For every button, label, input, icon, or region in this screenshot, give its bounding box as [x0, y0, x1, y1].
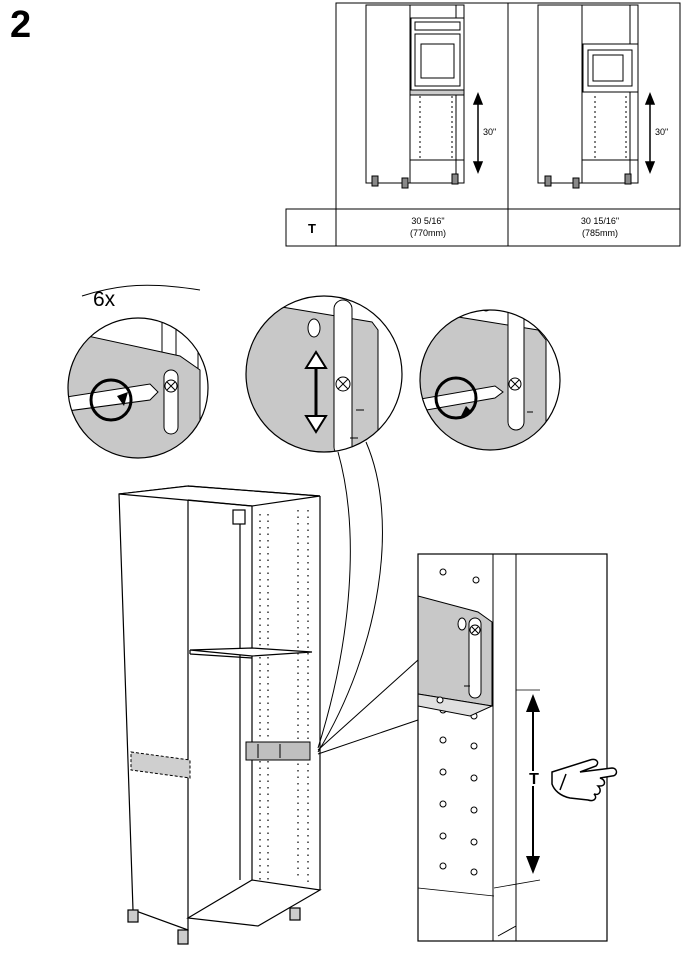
table-value-oven-inches: 30 5/16"	[411, 216, 444, 226]
quantity-label: 6x	[93, 288, 116, 311]
table-value-microwave-mm: (785mm)	[582, 228, 618, 238]
cabinet-oven-illustration	[365, 4, 465, 189]
callout-lines	[81, 284, 419, 755]
dimension-label-microwave: 30"	[655, 127, 668, 137]
dimension-arrow-oven	[472, 91, 484, 175]
table-value-oven-mm: (770mm)	[410, 228, 446, 238]
table-value-microwave-inches: 30 15/16"	[581, 216, 619, 226]
mounting-bracket-left	[130, 751, 191, 779]
cabinet-microwave-illustration	[537, 4, 639, 189]
detail-circle-adjust-height	[245, 295, 403, 453]
dimension-table	[285, 2, 681, 247]
tall-cabinet-frame	[118, 485, 322, 945]
detail-box-bracket-measure	[417, 553, 608, 942]
detail-circle-loosen-screw	[67, 317, 209, 459]
table-row-label: T	[308, 221, 316, 236]
dimension-arrow-microwave	[644, 91, 656, 175]
step-number: 2	[10, 4, 32, 46]
table-value-row	[285, 208, 681, 247]
dimension-label-t: T	[529, 771, 539, 788]
dimension-label-oven: 30"	[483, 127, 496, 137]
dimension-arrow-t	[526, 694, 540, 874]
mounting-bracket-right	[245, 741, 311, 761]
detail-circle-tighten-screw	[419, 309, 561, 451]
pointing-hand-icon	[551, 758, 618, 802]
